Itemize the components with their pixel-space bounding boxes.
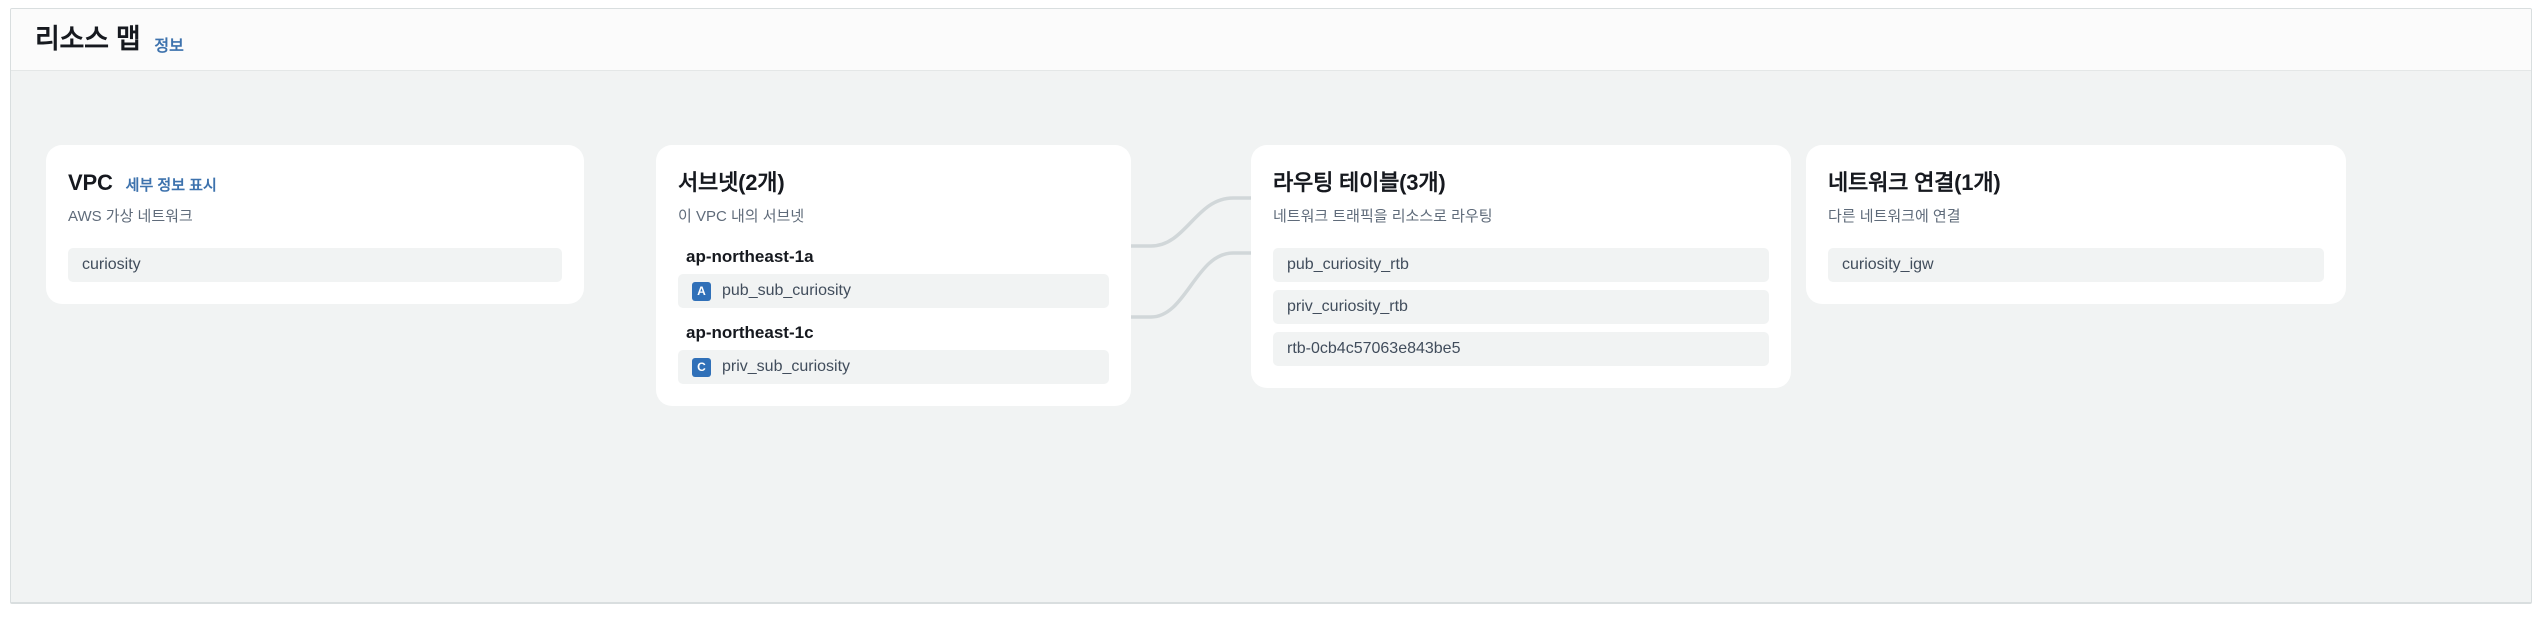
card-subnets: 서브넷(2개) 이 VPC 내의 서브넷 ap-northeast-1a A p… <box>656 145 1131 406</box>
page-title: 리소스 맵 <box>35 24 141 54</box>
info-link[interactable]: 정보 <box>154 37 184 55</box>
card-subnets-items: ap-northeast-1a A pub_sub_curiosity ap-n… <box>678 248 1109 384</box>
resource-label: pub_curiosity_rtb <box>1287 256 1409 273</box>
card-subnets-title: 서브넷(2개) <box>678 170 785 195</box>
list-item-curiosity-igw[interactable]: curiosity_igw <box>1828 248 2324 282</box>
resource-label: priv_sub_curiosity <box>722 358 851 375</box>
list-item-pub-curiosity-rtb[interactable]: pub_curiosity_rtb <box>1273 248 1769 282</box>
card-route-tables-title: 라우팅 테이블(3개) <box>1273 170 1446 195</box>
list-item-priv-sub-curiosity[interactable]: C priv_sub_curiosity <box>678 350 1109 384</box>
card-network-connections-header: 네트워크 연결(1개) <box>1828 169 2324 197</box>
card-route-tables-subtitle: 네트워크 트래픽을 리소스로 라우팅 <box>1273 207 1493 225</box>
card-route-tables: 라우팅 테이블(3개) 네트워크 트래픽을 리소스로 라우팅 pub_curio… <box>1251 145 1791 388</box>
list-item-rtb-default[interactable]: rtb-0cb4c57063e843be5 <box>1273 332 1769 366</box>
card-subnets-header: 서브넷(2개) <box>678 169 1109 197</box>
az-badge-a: A <box>692 281 711 301</box>
card-vpc-items: curiosity <box>68 248 562 282</box>
resource-label: pub_sub_curiosity <box>722 282 851 299</box>
card-vpc-header: VPC 세부 정보 표시 <box>68 169 562 197</box>
resource-label: curiosity <box>82 256 141 273</box>
card-network-connections-items: curiosity_igw <box>1828 248 2324 282</box>
resource-map-body: VPC 세부 정보 표시 AWS 가상 네트워크 curiosity 서브넷(2… <box>11 71 2531 602</box>
az-group-label-1a: ap-northeast-1a <box>686 247 814 266</box>
list-item-pub-sub-curiosity[interactable]: A pub_sub_curiosity <box>678 274 1109 308</box>
card-network-connections-subtitle: 다른 네트워크에 연결 <box>1828 207 1961 225</box>
card-vpc: VPC 세부 정보 표시 AWS 가상 네트워크 curiosity <box>46 145 584 304</box>
show-details-link[interactable]: 세부 정보 표시 <box>125 177 217 194</box>
resource-label: priv_curiosity_rtb <box>1287 298 1408 315</box>
card-subnets-subtitle: 이 VPC 내의 서브넷 <box>678 207 805 225</box>
card-route-tables-items: pub_curiosity_rtb priv_curiosity_rtb rtb… <box>1273 248 1769 366</box>
card-route-tables-header: 라우팅 테이블(3개) <box>1273 169 1769 197</box>
card-network-connections: 네트워크 연결(1개) 다른 네트워크에 연결 curiosity_igw <box>1806 145 2346 304</box>
list-item-priv-curiosity-rtb[interactable]: priv_curiosity_rtb <box>1273 290 1769 324</box>
resource-map-panel: 리소스 맵 정보 VPC 세부 정보 표시 AWS 가상 네트워크 <box>10 8 2532 604</box>
panel-header: 리소스 맵 정보 <box>11 9 2531 71</box>
card-vpc-subtitle: AWS 가상 네트워크 <box>68 207 193 225</box>
connector-priv-sub-to-priv-rtb <box>1107 251 1275 319</box>
connector-pub-sub-to-pub-rtb <box>1107 196 1275 248</box>
resource-label: curiosity_igw <box>1842 256 1934 273</box>
card-vpc-title: VPC <box>68 170 113 195</box>
az-group-label-1c: ap-northeast-1c <box>686 323 814 342</box>
az-badge-c: C <box>692 357 711 377</box>
list-item-vpc[interactable]: curiosity <box>68 248 562 282</box>
card-network-connections-title: 네트워크 연결(1개) <box>1828 170 2001 195</box>
resource-label: rtb-0cb4c57063e843be5 <box>1287 340 1461 357</box>
